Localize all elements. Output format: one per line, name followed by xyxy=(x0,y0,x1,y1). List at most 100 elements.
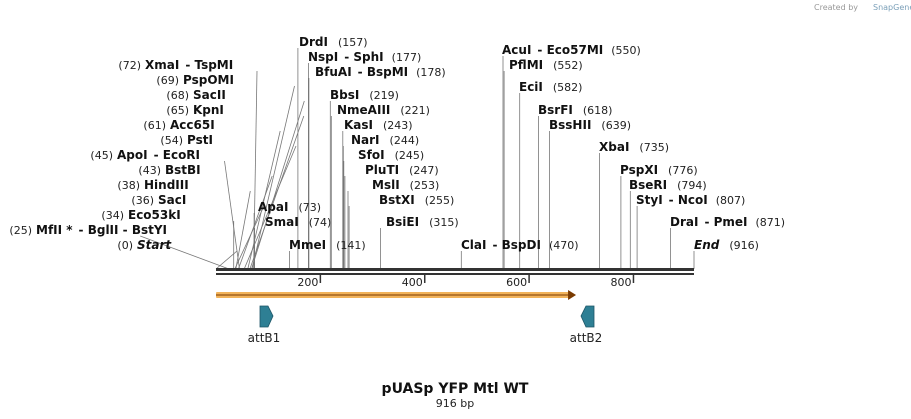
site-mmei[interactable]: MmeI(141) xyxy=(289,238,366,252)
sequence-length-label: 916 bp xyxy=(436,397,474,410)
site-start[interactable]: (0)Start xyxy=(117,238,172,252)
site-name: AcuI xyxy=(502,43,531,57)
site-position: (177) xyxy=(392,51,422,64)
site-mfii[interactable]: (25)MfII *- BglII - BstYI xyxy=(9,223,167,237)
site-name: DraI xyxy=(670,215,698,229)
site-pspxi[interactable]: PspXI(776) xyxy=(620,163,698,177)
site-position: (178) xyxy=(416,66,446,79)
orf-arrow[interactable] xyxy=(216,290,577,300)
site-position: (141) xyxy=(336,239,366,252)
cut-line-mfii xyxy=(140,235,230,270)
site-name: NspI xyxy=(308,50,338,64)
site-name: PflMI xyxy=(509,58,543,72)
site-pluti[interactable]: PluTI(247) xyxy=(365,163,439,177)
site-position: (253) xyxy=(410,179,440,192)
site-name: BsiEI xyxy=(386,215,419,229)
site-isoschizomers: - PmeI xyxy=(704,215,747,229)
site-isoschizomers: - EcoRI xyxy=(154,148,200,162)
site-position: (219) xyxy=(369,89,399,102)
backbone-bottom-strand xyxy=(216,273,694,275)
site-smai[interactable]: SmaI(74) xyxy=(265,215,331,229)
site-bfuai[interactable]: BfuAI - BspMI (178) xyxy=(315,65,446,79)
site-end[interactable]: End (916) xyxy=(694,238,759,252)
site-pflmi[interactable]: PflMI(552) xyxy=(509,58,583,72)
site-position: (245) xyxy=(395,149,425,162)
site-drai[interactable]: DraI - PmeI (871) xyxy=(670,215,785,229)
site-ecii[interactable]: EciI(582) xyxy=(519,80,582,94)
site-msli[interactable]: MslI(253) xyxy=(372,178,439,192)
site-name: KpnI xyxy=(193,103,224,117)
site-position: (243) xyxy=(383,119,413,132)
site-nari[interactable]: NarI (244) xyxy=(351,133,419,147)
site-hindiii[interactable]: (38)HindIII xyxy=(117,178,188,192)
site-sfoi[interactable]: SfoI(245) xyxy=(358,148,424,162)
site-isoschizomers: - BspMI xyxy=(358,65,408,79)
site-name: NarI xyxy=(351,133,380,147)
site-position: (916) xyxy=(729,239,759,252)
site-position: (36) xyxy=(131,194,154,207)
feature-attb2[interactable]: attB2 xyxy=(570,305,603,345)
site-name: Acc65I xyxy=(170,118,215,132)
site-name: PstI xyxy=(187,133,213,147)
site-name: PspXI xyxy=(620,163,658,177)
site-xmai[interactable]: (72)XmaI- TspMI xyxy=(118,58,233,72)
site-apai[interactable]: ApaI(73) xyxy=(258,200,321,214)
site-nspi[interactable]: NspI- SphI(177) xyxy=(308,50,421,64)
site-bsrfi[interactable]: BsrFI(618) xyxy=(538,103,612,117)
site-sacii[interactable]: (68)SacII xyxy=(166,88,225,102)
site-bsiei[interactable]: BsiEI(315) xyxy=(386,215,459,229)
dna-backbone xyxy=(216,268,694,275)
site-name: ApoI xyxy=(117,148,148,162)
site-apoi[interactable]: (45) ApoI - EcoRI xyxy=(90,148,200,162)
feature-label: attB1 xyxy=(248,331,281,345)
site-position: (807) xyxy=(716,194,746,207)
site-name: Eco53kI xyxy=(128,208,181,222)
site-styi[interactable]: StyI- NcoI(807) xyxy=(636,193,745,207)
site-name: XbaI xyxy=(599,140,629,154)
site-position: (794) xyxy=(677,179,707,192)
site-clai[interactable]: ClaI- BspDI(470) xyxy=(461,238,579,252)
site-position: (45) xyxy=(90,149,113,162)
site-nmeaiii[interactable]: NmeAIII(221) xyxy=(337,103,430,117)
site-bstbi[interactable]: (43)BstBI xyxy=(138,163,200,177)
site-bbsi[interactable]: BbsI(219) xyxy=(330,88,399,102)
site-bseri[interactable]: BseRI(794) xyxy=(629,178,707,192)
site-position: (244) xyxy=(390,134,420,147)
site-saci[interactable]: (36)SacI xyxy=(131,193,186,207)
cut-line-bstbi xyxy=(238,175,273,270)
feature-arrow-icon xyxy=(580,305,595,328)
cut-line-sacii xyxy=(251,100,305,270)
site-name: XmaI xyxy=(145,58,179,72)
site-position: (639) xyxy=(601,119,631,132)
feature-attb1[interactable]: attB1 xyxy=(248,305,281,345)
site-position: (247) xyxy=(409,164,439,177)
site-isoschizomers: - BglII - BstYI xyxy=(79,223,167,237)
ruler-tick-label: 600 xyxy=(506,276,527,289)
site-bstxi[interactable]: BstXI(255) xyxy=(379,193,454,207)
site-position: (871) xyxy=(756,216,786,229)
site-acc65i[interactable]: (61)Acc65I xyxy=(143,118,214,132)
site-name: MfII * xyxy=(36,223,73,237)
site-acui[interactable]: AcuI- Eco57MI(550) xyxy=(502,43,641,57)
cut-line-saci xyxy=(234,205,265,270)
cut-line-apoi xyxy=(224,160,240,270)
site-name: KasI xyxy=(344,118,373,132)
site-position: (470) xyxy=(549,239,579,252)
site-position: (618) xyxy=(583,104,613,117)
site-kpni[interactable]: (65)KpnI xyxy=(166,103,224,117)
cut-line-start xyxy=(215,250,238,270)
site-name: End xyxy=(694,238,720,252)
site-position: (221) xyxy=(400,104,430,117)
site-name: ClaI xyxy=(461,238,486,252)
site-xbai[interactable]: XbaI(735) xyxy=(599,140,669,154)
site-pspomi[interactable]: (69)PspOMI xyxy=(156,73,234,87)
site-name: BfuAI xyxy=(315,65,352,79)
cut-lines xyxy=(140,48,695,270)
site-bsshii[interactable]: BssHII(639) xyxy=(549,118,631,132)
site-drdi[interactable]: DrdI(157) xyxy=(299,35,368,49)
site-psti[interactable]: (54)PstI xyxy=(160,133,213,147)
site-eco53ki[interactable]: (34)Eco53kI xyxy=(101,208,180,222)
site-kasi[interactable]: KasI (243) xyxy=(344,118,413,132)
